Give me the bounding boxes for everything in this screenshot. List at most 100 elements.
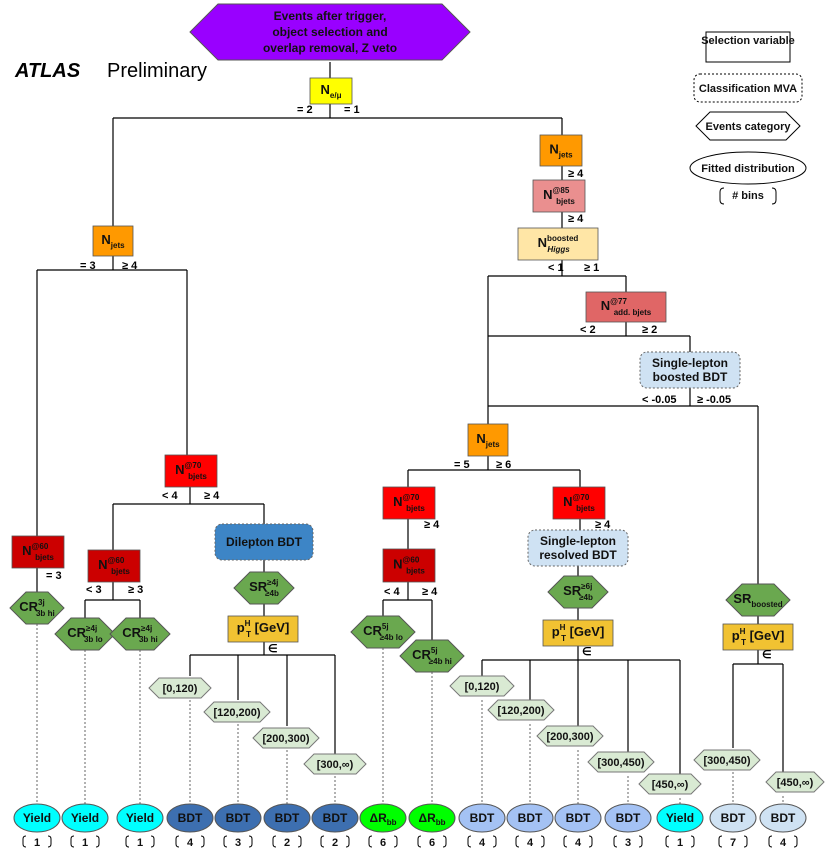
n-e-mu-box: Ne/μ	[309, 77, 353, 105]
bin-boost-1-label: [450,∞)	[777, 777, 814, 789]
cut-lt2: < 2	[580, 324, 596, 336]
single-lepton-resolved-bdt-box-line-1: resolved BDT	[539, 548, 617, 562]
cut-ge6: ≥ 6	[496, 459, 511, 471]
output-13-label: Yield	[666, 811, 694, 825]
cut-in-a: ∈	[268, 643, 278, 655]
bin-dil-1: [120,200)	[203, 701, 271, 723]
output-4: BDT 3	[214, 803, 262, 849]
cut-eq3-a: = 3	[80, 260, 96, 272]
sr-4j-4b-label: SR≥4j≥4b	[249, 578, 279, 598]
bin-dil-1-label: [120,200)	[213, 707, 260, 719]
output-1-bins: 1	[82, 837, 88, 849]
n-jets-box-sl-label: Njets	[549, 142, 573, 160]
output-12-bins: 3	[625, 837, 631, 849]
top-line-2: object selection and	[272, 25, 387, 39]
output-9-label: BDT	[470, 811, 495, 825]
bin-dil-2-label: [200,300)	[262, 733, 309, 745]
bin-res-0-label: [0,120)	[465, 681, 500, 693]
output-4-bins: 3	[235, 837, 241, 849]
cut-ge4-d: ≥ 4	[204, 490, 220, 502]
cr-5j-4b-hi-label: CR5j≥4b hi	[412, 646, 452, 666]
cr-5j-4b-hi: CR5j≥4b hi	[399, 639, 465, 673]
n-jets-box-sl: Njets	[539, 134, 583, 167]
bin-boost-0-label: [300,450)	[703, 755, 750, 767]
top-line-1: Events after trigger,	[274, 9, 387, 23]
top-line-3: overlap removal, Z veto	[263, 41, 397, 55]
sr-boosted-label: SRboosted	[733, 591, 782, 609]
legend-category: Events category	[706, 121, 792, 133]
sr-4j-4b: SR≥4j≥4b	[233, 571, 295, 605]
cut-ge4-g: ≥ 4	[422, 586, 438, 598]
output-9-bins: 4	[479, 837, 486, 849]
cut-ge3: ≥ 3	[128, 584, 143, 596]
output-8-label: ΔRbb	[418, 811, 445, 827]
cut-ge4-b: ≥ 4	[568, 213, 584, 225]
cut-labels: = 2 = 1 ≥ 4 ≥ 4 = 3 ≥ 4 < 1 ≥ 1 < 2 ≥ 2 …	[46, 104, 772, 661]
bin-res-3: [300,450)	[587, 751, 655, 773]
cut-ge4-a: ≥ 4	[568, 168, 584, 180]
cr-5j-4b-lo: CR5j≥4b lo	[350, 615, 416, 649]
bin-res-0: [0,120)	[449, 675, 515, 697]
output-3-label: BDT	[178, 811, 203, 825]
cut-eq3-b: = 3	[46, 570, 62, 582]
bin-res-2: [200,300)	[536, 725, 604, 747]
bin-dil-3: [300,∞)	[303, 753, 367, 775]
output-15-bins: 4	[780, 837, 787, 849]
cut-in-b: ∈	[582, 646, 592, 658]
cut-eq5: = 5	[454, 459, 470, 471]
atlas-title: ATLAS	[15, 60, 81, 82]
dilepton-bdt-box: Dilepton BDT	[214, 523, 314, 561]
output-14-bins: 7	[730, 837, 736, 849]
output-7-label: ΔRbb	[369, 811, 396, 827]
bin-res-4: [450,∞)	[638, 773, 702, 795]
bin-boost-1: [450,∞)	[765, 771, 825, 793]
cr-5j-4b-lo-label: CR5j≥4b lo	[363, 622, 403, 642]
bin-res-4-label: [450,∞)	[652, 779, 689, 791]
connectors	[36, 62, 784, 775]
cut-ltm005: < -0.05	[642, 394, 677, 406]
output-5-bins: 2	[284, 837, 290, 849]
output-4-label: BDT	[226, 811, 251, 825]
preliminary-label: Preliminary	[107, 60, 208, 82]
sr-6j-4b: SR≥6j≥4b	[547, 575, 609, 609]
legend-fitted: Fitted distribution	[701, 163, 795, 175]
bin-res-1-label: [120,200)	[497, 705, 544, 717]
output-6-bins: 2	[332, 837, 338, 849]
single-lepton-boosted-bdt-box-line-1: boosted BDT	[653, 370, 728, 384]
sr-boosted: SRboosted	[725, 583, 791, 617]
output-10-bins: 4	[527, 837, 534, 849]
